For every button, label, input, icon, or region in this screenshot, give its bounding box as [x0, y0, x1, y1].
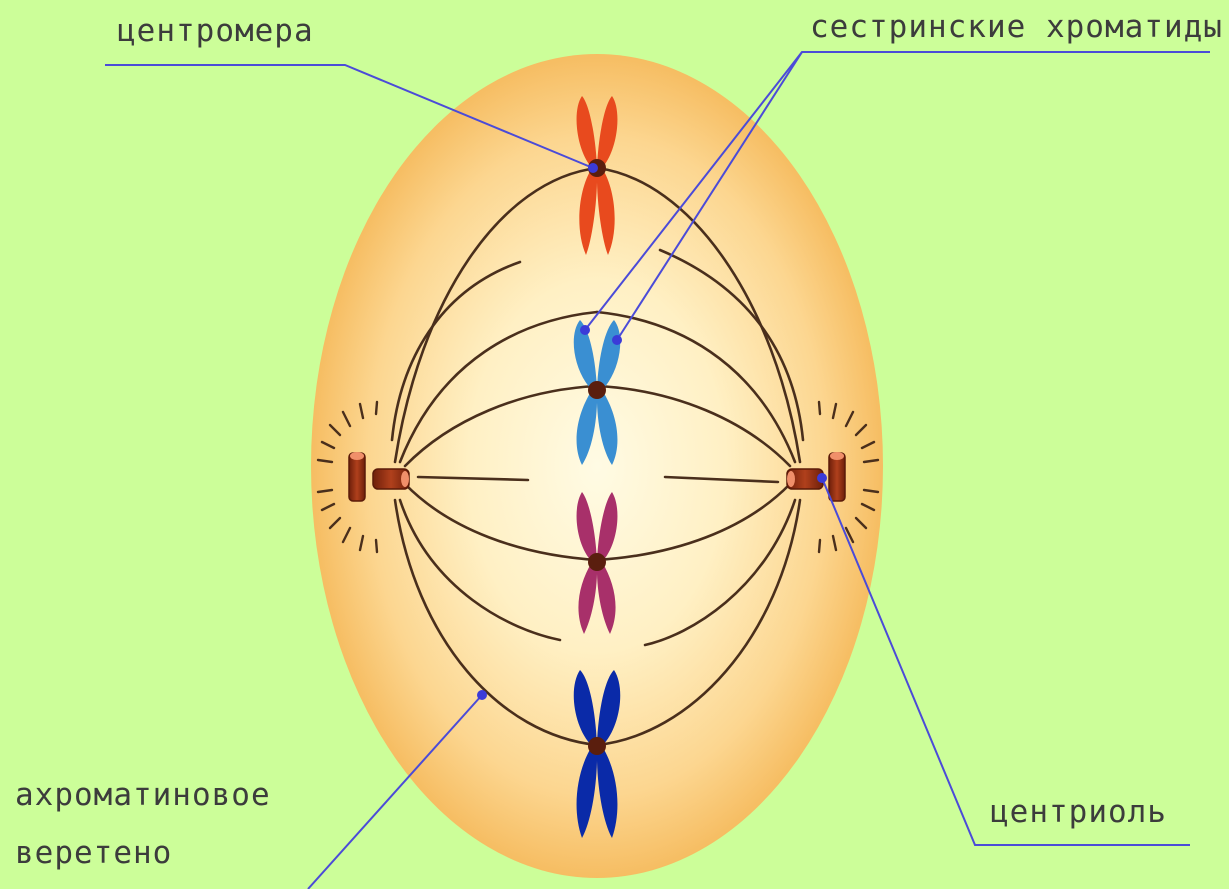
label-centriole: центриоль — [990, 797, 1167, 828]
centromere — [588, 381, 606, 399]
label-spindle-line1: ахроматиновое — [15, 780, 271, 811]
label-spindle-line2: веретено — [15, 838, 172, 869]
label-centromere: центромера — [117, 16, 314, 47]
label-sister-chromatids: сестринские хроматиды — [810, 12, 1223, 43]
